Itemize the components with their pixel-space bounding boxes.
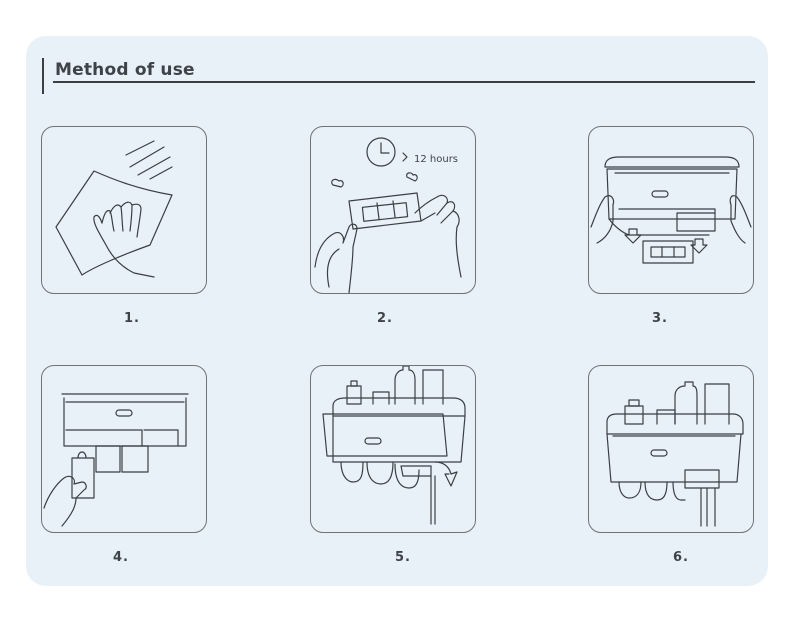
step-6-tile	[588, 365, 754, 533]
step-2-label: 2.	[377, 311, 393, 326]
clock-icon	[366, 137, 396, 167]
step-2-tile: 12 hours	[310, 126, 476, 294]
timer-label: 12 hours	[414, 154, 458, 165]
toothpaste-dispenser-assembled-icon	[606, 381, 744, 527]
step-6-label: 6.	[673, 550, 689, 565]
step-1-tile	[41, 126, 207, 294]
hang-cup-hand-icon	[43, 393, 189, 527]
step-3-label: 3.	[652, 311, 668, 326]
page-title: Method of use	[55, 60, 195, 80]
step-3-tile	[588, 126, 754, 294]
step-4-label: 4.	[113, 550, 129, 565]
step-1-label: 1.	[124, 311, 140, 326]
step-5-tile	[310, 365, 476, 533]
title-accent-bar	[42, 58, 44, 94]
adhesive-strip-hands-icon: 12 hours	[314, 137, 462, 293]
step-5-label: 5.	[395, 550, 411, 565]
title-underline	[53, 81, 755, 83]
mount-press-hands-icon	[590, 156, 752, 264]
step-4-tile	[41, 365, 207, 533]
assembled-holder-icon	[322, 366, 466, 525]
cloth-wipe-hand-icon	[55, 140, 173, 278]
